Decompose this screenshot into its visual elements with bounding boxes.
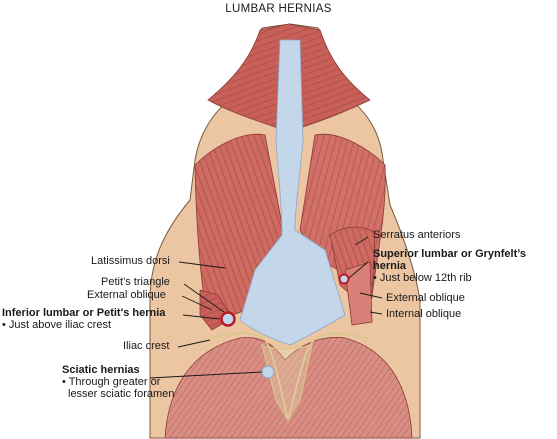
leader-petits-triangle — [183, 283, 225, 313]
label-inferior-note: • Just above iliac crest — [2, 319, 112, 331]
label-iliac-crest: Iliac crest — [123, 340, 170, 352]
inferior-lumbar-hernia-site — [220, 311, 236, 327]
label-latissimus-dorsi: Latissimus dorsi — [91, 255, 170, 267]
label-internal-oblique: Internal oblique — [386, 308, 462, 320]
leader-serratus — [354, 236, 369, 246]
label-inferior-lumbar-hernia: Inferior lumbar or Petit's hernia — [2, 307, 166, 319]
leader-latissimus — [178, 261, 226, 269]
label-sciatic-note-2: lesser sciatic foramen — [68, 388, 175, 400]
label-serratus-anteriors: Serratus anteriors — [373, 229, 461, 241]
label-superior-note: • Just below 12th rib — [373, 272, 472, 284]
label-superior-lumbar-hernia-2: hernia — [373, 260, 407, 272]
leader-iliac-crest — [177, 339, 211, 348]
label-sciatic-note-1: • Through greater or — [62, 376, 161, 388]
label-sciatic-hernias: Sciatic hernias — [62, 364, 140, 376]
leader-inferior-hernia — [182, 314, 221, 320]
sciatic-hernia-site — [261, 365, 275, 379]
label-petits-triangle: Petit’s triangle — [101, 276, 170, 288]
leader-external-oblique-right — [359, 292, 383, 299]
leader-sciatic — [149, 371, 263, 379]
label-external-oblique-left: External oblique — [87, 289, 166, 301]
internal-oblique-right — [344, 261, 373, 326]
label-superior-lumbar-hernia-1: Superior lumbar or Grynfelt’s — [373, 248, 527, 260]
superior-lumbar-hernia-site — [338, 273, 350, 285]
gluteal-muscles — [164, 337, 413, 439]
label-external-oblique-right: External oblique — [386, 292, 465, 304]
sacrum-outline — [261, 343, 313, 422]
leader-superior-hernia — [348, 261, 369, 279]
diagram-title: LUMBAR HERNIAS — [225, 3, 332, 15]
thoracolumbar-fascia — [239, 39, 346, 346]
leader-external-oblique-left — [181, 295, 213, 311]
leader-internal-oblique — [369, 311, 383, 315]
